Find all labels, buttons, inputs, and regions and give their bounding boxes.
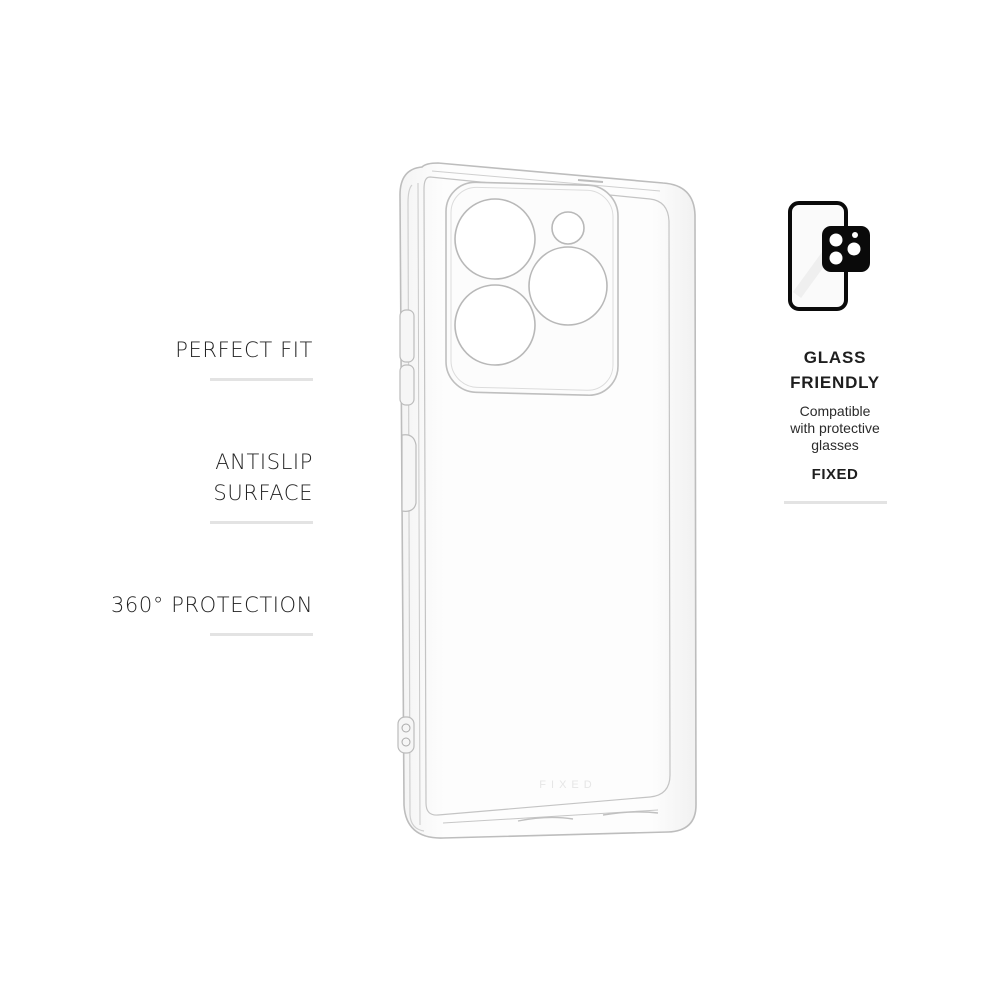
clear-case-illustration: FIXED <box>397 162 697 839</box>
fixed-watermark-logo: FIXED <box>539 779 596 791</box>
feature-label: 360° PROTECTION <box>110 593 313 617</box>
divider <box>210 521 313 524</box>
feature-perfect-fit: PERFECT FIT <box>53 335 313 381</box>
divider <box>210 378 313 381</box>
desc-line2: with protective <box>790 420 880 436</box>
feature-antislip-surface: ANTISLIP SURFACE <box>53 447 313 524</box>
divider <box>783 501 887 504</box>
brand-label: FIXED <box>811 466 859 483</box>
glass-friendly-title: GLASS FRIENDLY <box>770 345 900 395</box>
title-line1: GLASS <box>803 348 867 367</box>
feature-label: PERFECT FIT <box>175 338 313 362</box>
feature-label-line1: ANTISLIP <box>215 450 313 474</box>
divider <box>210 633 313 636</box>
desc-line1: Compatible <box>799 403 871 419</box>
phone-with-camera-glass-icon <box>787 200 883 315</box>
feature-label-line2: SURFACE <box>213 481 313 505</box>
glass-friendly-description: Compatible with protective glasses <box>770 403 900 454</box>
feature-360-protection: 360° PROTECTION <box>53 590 313 636</box>
desc-line3: glasses <box>811 437 859 453</box>
phone-case-image: FIXED <box>388 155 708 850</box>
title-line2: FRIENDLY <box>790 373 880 392</box>
glass-friendly-block: GLASS FRIENDLY Compatible with protectiv… <box>770 200 900 504</box>
